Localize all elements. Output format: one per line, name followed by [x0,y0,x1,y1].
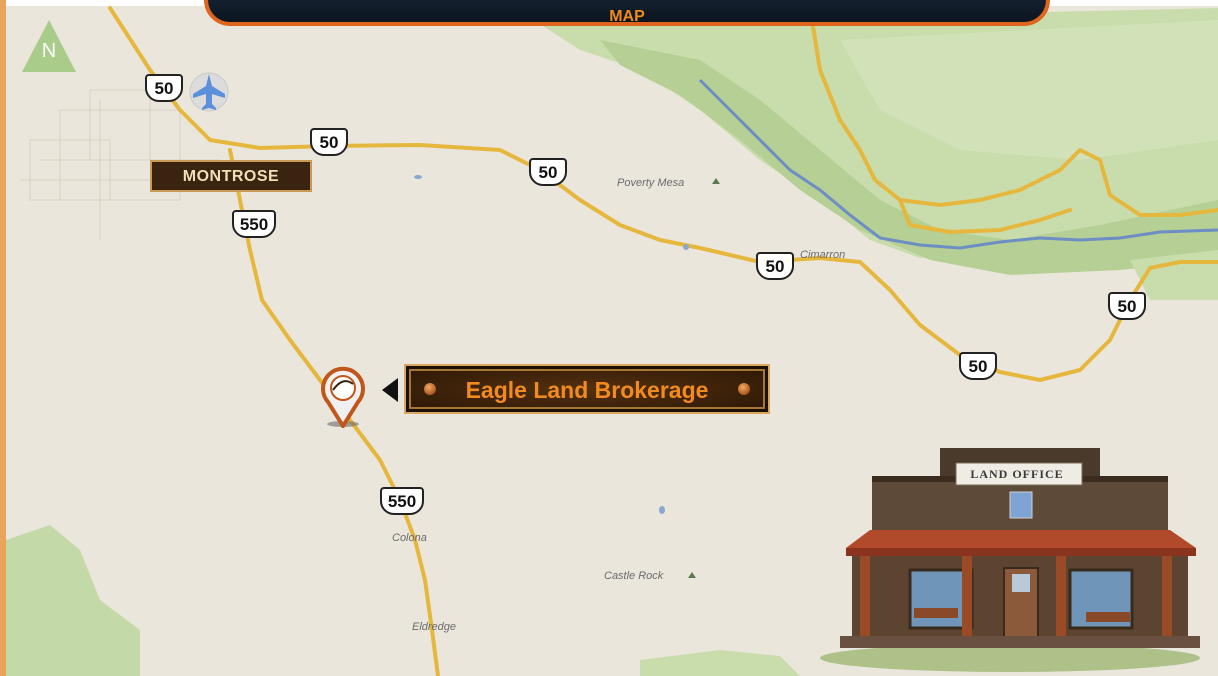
city-sign-montrose[interactable]: MONTROSE [150,160,312,192]
marker-label: Eagle Land Brokerage [465,377,709,403]
route-shield-us50: 50 [145,74,183,102]
route-shield-us50: 50 [310,128,348,156]
compass-label: N [41,40,57,62]
place-label-cimarron: Cimarron [800,249,846,261]
eagle-land-brokerage-marker[interactable]: Eagle Land Brokerage [404,364,770,414]
banner-title: MAP [609,8,645,25]
north-compass: N [22,20,76,72]
forest-area-southwest [6,525,140,676]
title-banner: MAP [204,0,1050,26]
route-shield-us50: 50 [1108,292,1146,320]
place-label-poverty-mesa: Poverty Mesa [617,177,685,189]
forest-area-northeast [840,20,1218,160]
route-shield-us50: 50 [756,252,794,280]
location-pin-icon[interactable] [318,364,368,428]
land-office-sign: LAND OFFICE [970,467,1064,481]
sign-rivet [424,383,436,395]
forest-area-ridge [600,40,1218,275]
north-arrow-shape [22,20,76,72]
place-label-eldredge: Eldredge [412,621,457,633]
airport-icon [189,72,229,112]
city-label: MONTROSE [182,168,280,185]
route-shield-us50: 50 [529,158,567,186]
river [698,78,1218,250]
place-label-castle-rock: Castle Rock [604,570,664,582]
sign-rivet [738,383,750,395]
highway-north [808,6,1218,217]
route-shield-us550: 550 [380,487,424,515]
forest-area-south [640,650,800,676]
marker-pointer-arrow [382,378,398,402]
highway-loop [898,198,1072,234]
route-shield-us50: 50 [959,352,997,380]
land-office-building [820,448,1200,672]
highway-550 [228,148,440,676]
place-label-colona: Colona [392,532,427,544]
route-shield-us550: 550 [232,210,276,238]
